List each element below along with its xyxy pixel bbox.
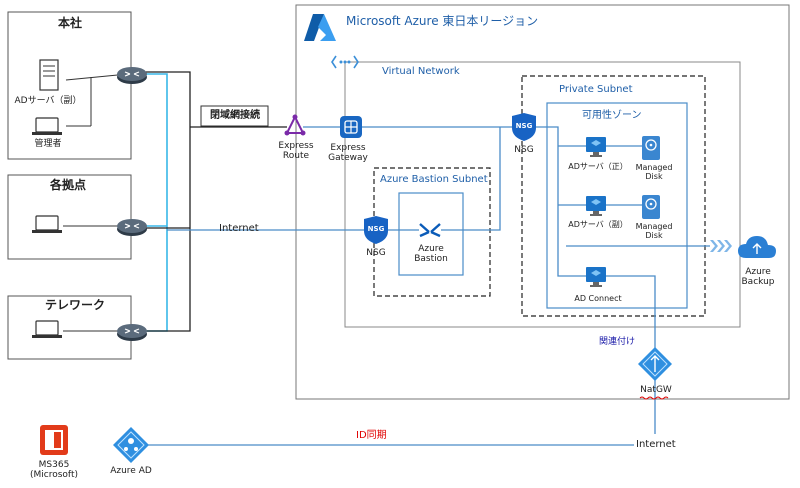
nsg-bastion-label: NSG — [366, 248, 386, 258]
server-icon — [39, 59, 59, 91]
site-hq-box — [7, 11, 132, 160]
hq-admin-label: 管理者 — [34, 139, 62, 149]
virtual-machine-icon-adconnect — [586, 267, 606, 287]
availability-zone-box — [546, 102, 688, 309]
azure-region-title: Microsoft Azure 東日本リージョン — [346, 14, 539, 28]
natgw-icon — [638, 347, 672, 381]
virtual-machine-icon-primary — [586, 137, 606, 157]
hq-server-label: ADサーバ（副） — [14, 96, 82, 106]
hq-title: 本社 — [58, 16, 83, 30]
laptop-icon-hq — [32, 117, 62, 135]
nsg-private-label: NSG — [514, 145, 534, 155]
id-sync-label: ID同期 — [356, 430, 387, 441]
closed-network-label-box — [200, 105, 269, 127]
ad-secondary-label: ADサーバ（副） — [568, 220, 628, 229]
managed-disk-icon-2 — [642, 195, 660, 219]
ad-primary-label: ADサーバ（正） — [568, 162, 628, 171]
bastion-inner-box — [398, 192, 464, 276]
closed-network-label: 閉域網接続 — [210, 110, 260, 121]
expressroute-label: Express Route — [278, 141, 314, 162]
ad-connect-label: AD Connect — [574, 294, 622, 303]
managed-disk-label-1: Managed Disk — [635, 163, 673, 182]
laptop-icon-telework — [32, 320, 62, 338]
backup-arrows-icon — [710, 240, 732, 252]
backup-label: Azure Backup — [741, 267, 775, 288]
private-subnet-label: Private Subnet — [559, 84, 633, 95]
managed-disk-label-2: Managed Disk — [635, 222, 673, 241]
nsg-shield-text-bastion: NSG — [367, 225, 385, 233]
ms365-label: MS365 (Microsoft) — [30, 460, 78, 481]
virtual-network-box — [344, 61, 741, 328]
internet-left-label: Internet — [219, 223, 259, 234]
virtual-network-icon — [331, 55, 359, 69]
nsg-shield-text-private: NSG — [515, 122, 533, 130]
site-branch-box — [7, 174, 132, 260]
association-label: 関連付け — [599, 337, 636, 347]
private-subnet-box — [521, 75, 706, 317]
azure-bastion-icon — [419, 223, 441, 238]
cloud-icon — [738, 236, 776, 258]
express-gateway-icon — [340, 116, 362, 138]
router-icon-telework — [117, 324, 147, 341]
laptop-icon-branch — [32, 215, 62, 233]
bastion-subnet-label: Azure Bastion Subnet — [380, 174, 488, 185]
branch-title: 各拠点 — [50, 178, 87, 192]
azure-ad-label: Azure AD — [110, 466, 152, 476]
availability-zone-label: 可用性ゾーン — [582, 110, 642, 121]
office365-icon — [40, 425, 68, 455]
router-icon-branch — [117, 219, 147, 236]
bastion-label: Azure Bastion — [414, 244, 448, 265]
natgw-spellcheck-underline — [639, 396, 669, 400]
telework-title: テレワーク — [45, 298, 106, 312]
nsg-shield-icon-bastion — [364, 216, 388, 244]
nsg-shield-icon-private — [512, 113, 536, 141]
natgw-label: NatGW — [640, 385, 672, 395]
express-route-icon — [284, 114, 306, 136]
vnet-label: Virtual Network — [382, 66, 460, 77]
azure-ad-icon — [113, 427, 149, 463]
internet-right-label: Internet — [636, 439, 676, 450]
azure-region-box — [295, 4, 790, 400]
virtual-machine-icon-secondary — [586, 196, 606, 216]
managed-disk-icon-1 — [642, 136, 660, 160]
router-icon-hq — [117, 67, 147, 84]
site-telework-box — [7, 295, 132, 360]
express-gateway-label: Express Gateway — [328, 143, 368, 164]
azure-logo-icon — [304, 14, 336, 41]
connection-lines — [63, 71, 710, 446]
